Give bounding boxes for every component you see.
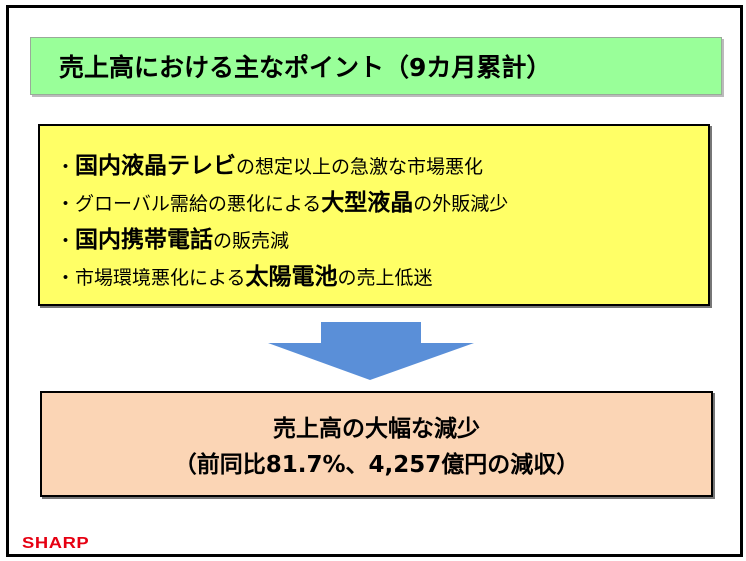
bullet-bold: 国内液晶テレビ — [75, 153, 237, 179]
result-headline: 売上高の大幅な減少 — [273, 416, 480, 442]
bullet-item: ・国内携帯電話の販売減 — [56, 222, 708, 259]
bullet-rest: の想定以上の急激な市場悪化 — [236, 156, 484, 178]
result-detail: （前同比81.7%、4,257億円の減収） — [173, 452, 580, 478]
sharp-logo: SHARP — [22, 535, 90, 552]
bullet-item: ・市場環境悪化による太陽電池の売上低迷 — [56, 259, 708, 296]
bullet-bold: 国内携帯電話 — [75, 227, 214, 253]
bullet-item: ・国内液晶テレビの想定以上の急激な市場悪化 — [56, 148, 708, 185]
points-box: ・国内液晶テレビの想定以上の急激な市場悪化 ・グローバル需給の悪化による大型液晶… — [38, 124, 710, 306]
slide-title: 売上高における主なポイント（9カ月累計） — [30, 37, 722, 95]
bullet-bold: 大型液晶 — [321, 190, 414, 216]
bullet-mark: ・ — [56, 193, 76, 215]
result-box: 売上高の大幅な減少 （前同比81.7%、4,257億円の減収） — [40, 391, 713, 497]
bullet-rest: の販売減 — [213, 230, 290, 252]
bullet-rest: の外販減少 — [413, 193, 509, 215]
bullet-mark: ・ — [56, 267, 76, 289]
bullet-rest: の売上低迷 — [337, 267, 433, 289]
bullet-pre: グローバル需給の悪化による — [75, 193, 322, 215]
bullet-mark: ・ — [56, 230, 76, 252]
bullet-bold: 太陽電池 — [245, 264, 338, 290]
title-text: 売上高における主なポイント（9カ月累計） — [59, 53, 552, 82]
down-arrow-icon — [268, 322, 474, 380]
slide-frame — [6, 5, 743, 557]
bullet-item: ・グローバル需給の悪化による大型液晶の外販減少 — [56, 185, 708, 222]
bullet-mark: ・ — [56, 156, 76, 178]
bullet-pre: 市場環境悪化による — [75, 267, 246, 289]
